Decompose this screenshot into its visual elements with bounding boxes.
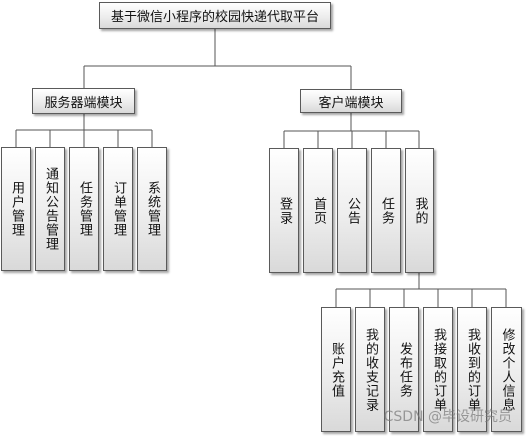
root-label: 基于微信小程序的校园快递代取平台: [110, 10, 319, 25]
server-item-label: 任务管理: [77, 181, 92, 237]
mine-item-label: 我接取的订单: [431, 327, 446, 412]
mine-item-income-expense-records: 我的收支记录: [355, 307, 385, 432]
server-item-task-management: 任务管理: [69, 147, 99, 271]
server-module-label: 服务器端模块: [44, 95, 123, 111]
server-item-order-management: 订单管理: [103, 147, 133, 271]
client-item-label: 任务: [379, 196, 394, 225]
mine-item-label: 发布任务: [397, 341, 412, 398]
client-item-announcement: 公告: [337, 148, 367, 273]
mine-item-account-recharge: 账户充值: [321, 307, 351, 432]
server-item-label: 用户管理: [9, 181, 24, 237]
client-module-label: 客户端模块: [318, 95, 384, 111]
server-item-notice-management: 通知公告管理: [35, 147, 65, 271]
mine-item-edit-profile: 修改个人信息: [491, 307, 522, 432]
server-item-system-management: 系统管理: [137, 147, 167, 271]
mine-item-publish-task: 发布任务: [389, 307, 419, 432]
client-item-login: 登录: [269, 148, 299, 273]
mine-item-label: 修改个人信息: [499, 327, 515, 412]
root-node: 基于微信小程序的校园快递代取平台: [99, 2, 331, 29]
mine-item-label: 我收到的订单: [465, 327, 480, 412]
mine-item-received-orders: 我收到的订单: [457, 307, 487, 432]
server-module-node: 服务器端模块: [32, 88, 135, 114]
watermark-text: CSDN @毕设研究员: [383, 409, 512, 425]
client-item-label: 公告: [345, 196, 360, 225]
client-module-node: 客户端模块: [300, 89, 402, 113]
client-item-label: 登录: [277, 196, 292, 225]
mine-item-label: 我的收支记录: [363, 327, 378, 412]
server-item-label: 系统管理: [145, 181, 160, 237]
client-item-label: 首页: [311, 196, 326, 225]
server-item-label: 订单管理: [111, 181, 126, 237]
client-item-home: 首页: [303, 148, 333, 273]
client-item-label: 我的: [412, 196, 428, 225]
mine-item-label: 账户充值: [329, 341, 344, 398]
client-item-task: 任务: [371, 148, 401, 273]
server-item-user-management: 用户管理: [1, 147, 31, 271]
mine-item-accepted-orders: 我接取的订单: [423, 307, 453, 432]
server-item-label: 通知公告管理: [43, 167, 58, 251]
client-item-mine: 我的: [405, 148, 434, 273]
